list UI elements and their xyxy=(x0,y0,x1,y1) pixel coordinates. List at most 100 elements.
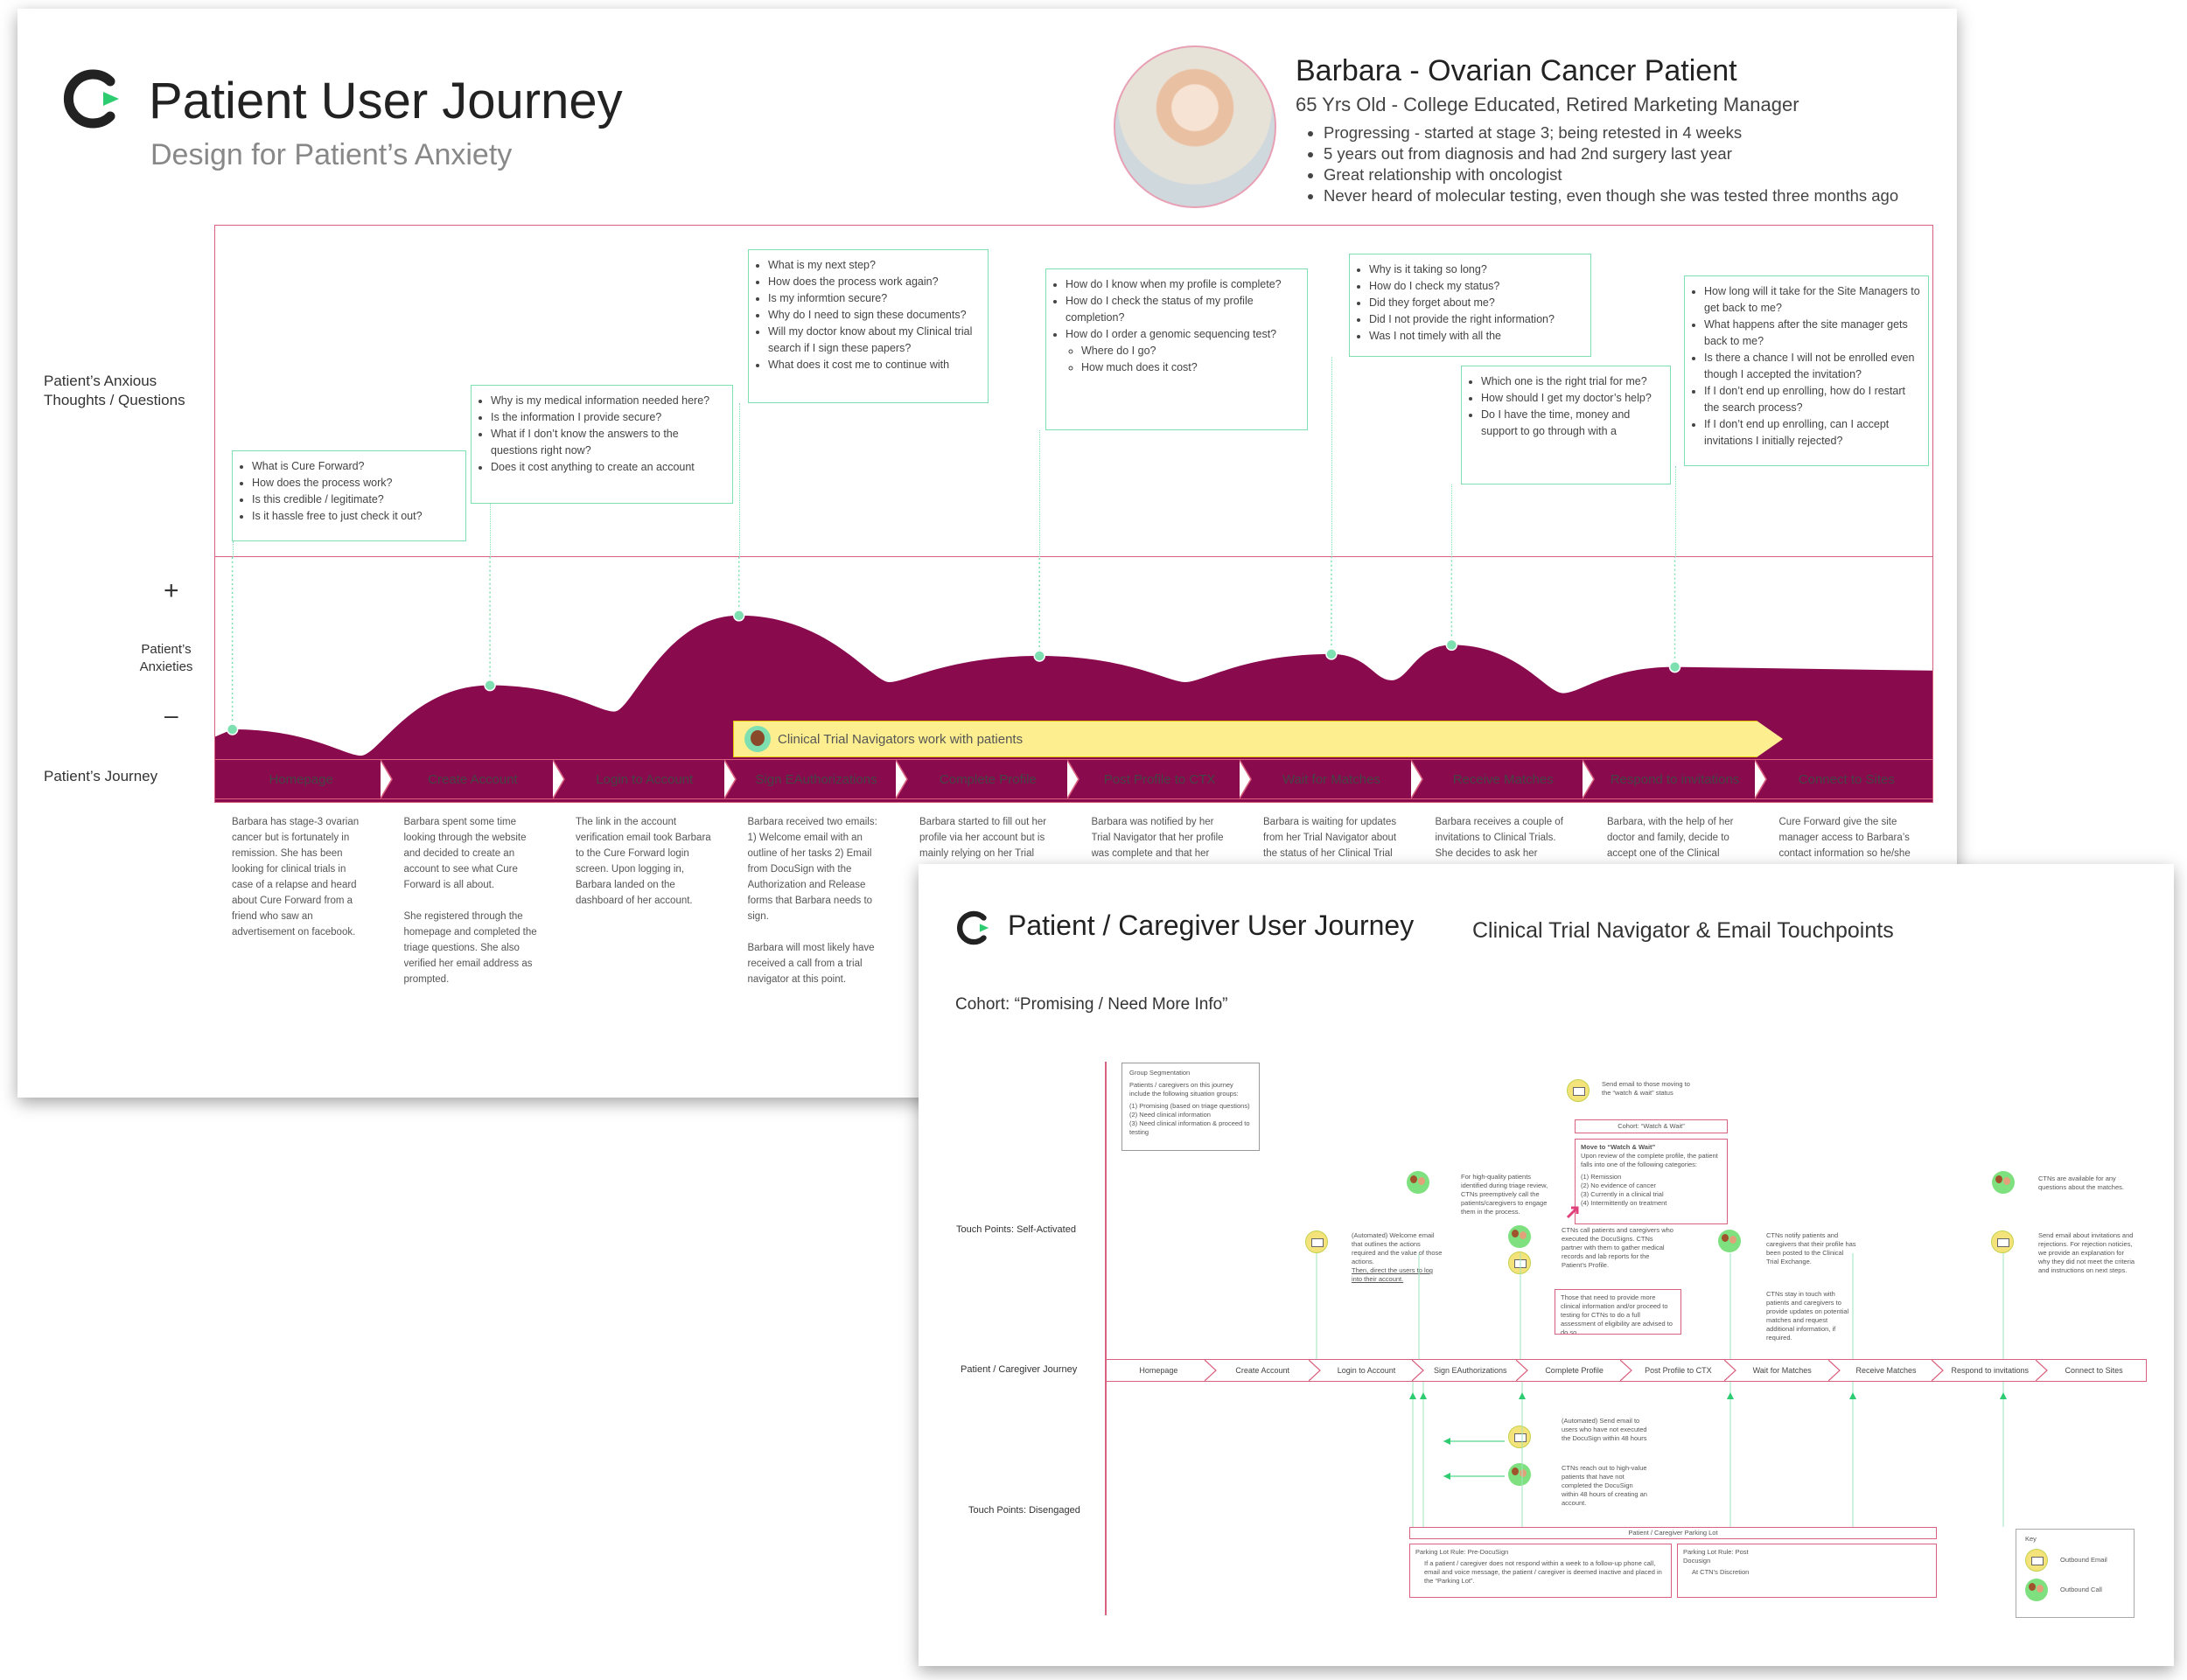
question-box: Why is my medical information needed her… xyxy=(471,385,733,504)
journey-step[interactable]: Respond to invitations xyxy=(1589,759,1767,799)
journey-step[interactable]: Login to Account xyxy=(1314,1359,1425,1382)
chevron-right-icon xyxy=(1239,760,1252,798)
ctn-call-note: CTNs call patients and caregivers who ex… xyxy=(1562,1226,1673,1269)
mail-icon xyxy=(1508,1251,1531,1274)
question-item: How should I get my doctor’s help? xyxy=(1481,390,1663,407)
row-label-thoughts: Patient’s Anxious Thoughts / Questions xyxy=(44,373,185,408)
journey-step[interactable]: Post Profile to CTX xyxy=(1073,759,1252,799)
page-title: Patient User Journey xyxy=(149,73,623,129)
journey-step[interactable]: Complete Profile xyxy=(1522,1359,1632,1382)
question-item: How do I know when my profile is complet… xyxy=(1066,276,1300,293)
question-item: Which one is the right trial for me? xyxy=(1481,373,1663,390)
journey-step[interactable]: Create Account xyxy=(387,759,565,799)
call-icon xyxy=(1508,1463,1531,1486)
welcome-note: (Automated) Welcome email that outlines … xyxy=(1352,1231,1443,1284)
journey-step[interactable]: Sign EAuthorizations xyxy=(730,759,909,799)
segmentation-item: (3) Need clinical information & proceed … xyxy=(1129,1119,1250,1136)
mail-icon xyxy=(1305,1230,1328,1253)
question-item: What is Cure Forward? xyxy=(252,458,458,475)
journey-step[interactable]: Login to Account xyxy=(558,759,737,799)
anxiety-point xyxy=(1668,660,1681,673)
description-paragraph: Barbara will most likely have received a… xyxy=(747,943,875,985)
persona-name: Barbara - Ovarian Cancer Patient xyxy=(1296,54,1737,87)
question-sub-item: Where do I go? xyxy=(1081,343,1300,359)
segmentation-body: Patients / caregivers on this journey in… xyxy=(1129,1081,1239,1098)
parking-lot-bar: Patient / Caregiver Parking Lot xyxy=(1409,1527,1937,1539)
question-item: What is my next step? xyxy=(768,257,981,274)
chevron-right-icon xyxy=(381,760,394,798)
notify-note: CTNs notify patients and caregivers that… xyxy=(1766,1231,1856,1265)
journey-step[interactable]: Complete Profile xyxy=(902,759,1080,799)
journey-step[interactable]: Create Account xyxy=(1210,1359,1321,1382)
vertical-axis xyxy=(1105,1062,1107,1615)
question-box: Which one is the right trial for me?How … xyxy=(1461,366,1671,484)
auto-docusign-note: (Automated) Send email to users who have… xyxy=(1562,1417,1647,1442)
call-icon xyxy=(1992,1171,2015,1194)
anxiety-point xyxy=(226,723,239,735)
question-item: Did I not provide the right information? xyxy=(1369,311,1583,328)
journey-step[interactable]: Receive Matches xyxy=(1834,1359,1945,1382)
journey-step[interactable]: Post Profile to CTX xyxy=(1625,1359,1736,1382)
cohort-label: Cohort: “Promising / Need More Info” xyxy=(955,995,1228,1014)
step-description: Barbara is waiting for updates from her … xyxy=(1263,814,1401,867)
leader-line-upper xyxy=(232,541,234,557)
label-self-activated: Touch Points: Self-Activated xyxy=(956,1224,1076,1235)
patient-journey-card: Patient User Journey Design for Patient’… xyxy=(17,9,1957,1098)
journey-step[interactable]: Connect to Sites xyxy=(1760,759,1933,799)
parking-post-body: At CTN’s Discretion xyxy=(1692,1568,1750,1576)
chevron-right-icon xyxy=(1583,760,1596,798)
question-item: How do I check my status? xyxy=(1369,278,1583,295)
description-paragraph: Barbara receives a couple of invitations… xyxy=(1435,817,1563,867)
journey-step[interactable]: Sign EAuthorizations xyxy=(1418,1359,1529,1382)
persona-meta: 65 Yrs Old - College Educated, Retired M… xyxy=(1296,94,1799,115)
anxiety-point xyxy=(1445,638,1458,652)
watch-move-title: Move to “Watch & Wait” xyxy=(1581,1143,1656,1151)
journey-step[interactable]: Wait for Matches xyxy=(1729,1359,1841,1382)
arrow-left-icon xyxy=(1443,1473,1450,1480)
step-description: Barbara started to fill out her profile … xyxy=(919,814,1057,867)
journey-step[interactable]: Receive Matches xyxy=(1417,759,1596,799)
navigator-avatar-icon xyxy=(744,726,771,752)
banner-text: Clinical Trial Navigators work with pati… xyxy=(778,731,1024,747)
leader-line-upper xyxy=(738,403,740,557)
journey-step[interactable]: Respond to invitations xyxy=(1938,1359,2049,1382)
question-box: How long will it take for the Site Manag… xyxy=(1684,275,1929,466)
mail-icon xyxy=(2025,1549,2048,1572)
parking-post-box: Parking Lot Rule: Post Docusign At CTN’s… xyxy=(1677,1544,1937,1598)
persona-avatar xyxy=(1114,45,1276,208)
persona-bullet: Great relationship with oncologist xyxy=(1324,164,1898,185)
question-item: Why do I need to sign these documents? xyxy=(768,307,981,324)
high-quality-note: For high-quality patients identified dur… xyxy=(1461,1173,1548,1216)
arrow-up-icon xyxy=(1727,1392,1734,1399)
watch-move-body: Upon review of the complete profile, the… xyxy=(1581,1152,1718,1168)
chevron-right-icon xyxy=(1827,1360,1841,1381)
anxiety-point xyxy=(1033,650,1045,662)
step-description: Barbara has stage-3 ovarian cancer but i… xyxy=(232,814,369,1007)
parking-pre-body: If a patient / caregiver does not respon… xyxy=(1424,1559,1662,1585)
question-item: Why is my medical information needed her… xyxy=(491,393,725,409)
chevron-right-icon xyxy=(1308,1360,1321,1381)
journey-step[interactable]: Connect to Sites xyxy=(2042,1359,2147,1382)
journey-step[interactable]: Homepage xyxy=(1106,1359,1217,1382)
question-item: Did they forget about me? xyxy=(1369,295,1583,311)
arrow-up-icon xyxy=(2000,1392,2007,1399)
step-description: Barbara receives a couple of invitations… xyxy=(1436,814,1573,867)
question-item: What does it cost me to continue with xyxy=(768,357,981,373)
persona-bullet: Never heard of molecular testing, even t… xyxy=(1324,185,1898,206)
mail-icon xyxy=(1567,1079,1590,1102)
legend-call: Outbound Call xyxy=(2060,1586,2102,1593)
caregiver-subtitle: Clinical Trial Navigator & Email Touchpo… xyxy=(1472,918,1894,943)
legend-email: Outbound Email xyxy=(2060,1556,2107,1564)
welcome-note-link[interactable]: Then, direct the users to log into their… xyxy=(1352,1266,1433,1283)
question-item: Do I have the time, money and support to… xyxy=(1481,407,1663,440)
leader-line-upper xyxy=(1674,466,1676,557)
available-note: CTNs are available for any questions abo… xyxy=(2038,1175,2124,1191)
journey-step[interactable]: Homepage xyxy=(214,759,394,799)
step-description: Barbara spent some time looking through … xyxy=(404,814,542,1007)
need-more-box: Those that need to provide more clinical… xyxy=(1555,1289,1681,1335)
segmentation-title: Group Segmentation xyxy=(1129,1069,1191,1077)
question-item: What if I don’t know the answers to the … xyxy=(491,426,725,459)
journey-step[interactable]: Wait for Matches xyxy=(1245,759,1423,799)
description-paragraph: Barbara, with the help of her doctor and… xyxy=(1607,817,1734,859)
